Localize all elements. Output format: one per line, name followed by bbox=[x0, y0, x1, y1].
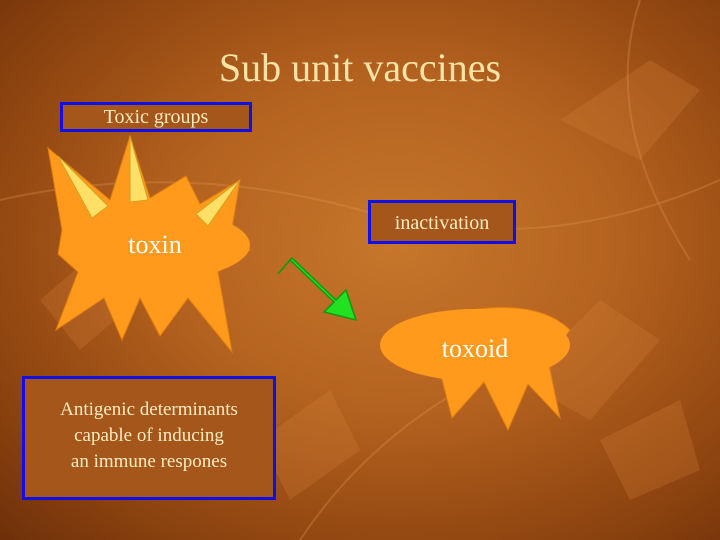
inactivation-arrow bbox=[277, 256, 358, 322]
antigenic-line-3: an immune respones bbox=[70, 451, 228, 472]
toxic-groups-label: Toxic groups bbox=[60, 102, 252, 132]
antigenic-determinants-label: Antigenic determinants capable of induci… bbox=[22, 376, 276, 500]
antigenic-line-2: capable of inducing bbox=[74, 425, 224, 446]
toxin-body bbox=[60, 210, 250, 280]
toxoid-body bbox=[380, 309, 570, 381]
toxoid-label: toxoid bbox=[441, 334, 509, 363]
inactivation-label: inactivation bbox=[368, 200, 516, 244]
toxin-label: toxin bbox=[128, 230, 182, 259]
slide-title: Sub unit vaccines bbox=[218, 45, 502, 90]
toxic-group-spikes bbox=[57, 135, 241, 227]
antigenic-line-1: Antigenic determinants bbox=[60, 399, 238, 420]
